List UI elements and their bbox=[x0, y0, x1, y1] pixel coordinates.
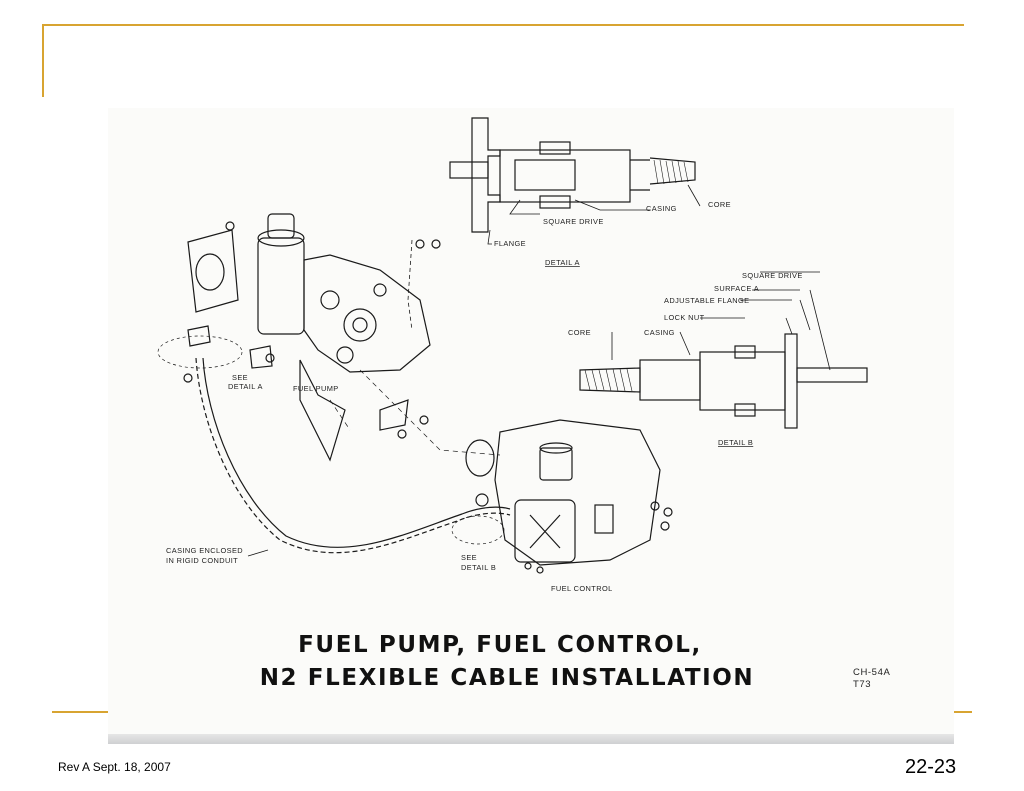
label-square-drive-b: SQUARE DRIVE bbox=[742, 271, 803, 280]
n2-flexible-cable bbox=[195, 357, 511, 557]
detail-b-section bbox=[579, 271, 868, 429]
label-casing-b: CASING bbox=[644, 328, 675, 337]
label-see-detail-b-line1: SEE bbox=[461, 553, 477, 562]
top-accent-rule bbox=[42, 24, 964, 26]
label-core-b: CORE bbox=[568, 328, 591, 337]
label-fuel-pump: FUEL PUMP bbox=[293, 384, 339, 393]
label-surface-a: SURFACE A bbox=[714, 284, 759, 293]
label-lock-nut: LOCK NUT bbox=[664, 313, 705, 322]
diagram-drawing: CASING CORE SQUARE DRIVE FLANGE DETAIL A… bbox=[157, 117, 890, 691]
installation-diagram: CASING CORE SQUARE DRIVE FLANGE DETAIL A… bbox=[108, 108, 954, 744]
label-flange: FLANGE bbox=[494, 239, 526, 248]
label-casing-enclosed-line2: IN RIGID CONDUIT bbox=[166, 556, 238, 565]
alignment-lines bbox=[329, 369, 501, 456]
label-see-detail-a-line1: SEE bbox=[232, 373, 248, 382]
bottom-accent-rule-left bbox=[52, 711, 110, 713]
label-core-a: CORE bbox=[708, 200, 731, 209]
left-accent-rule bbox=[42, 24, 44, 97]
label-square-drive-a: SQUARE DRIVE bbox=[543, 217, 604, 226]
label-casing-a: CASING bbox=[646, 204, 677, 213]
diagram-code-line1: CH-54A bbox=[853, 667, 890, 678]
diagram-title-line1: FUEL PUMP, FUEL CONTROL, bbox=[298, 632, 702, 658]
label-adjustable-flange: ADJUSTABLE FLANGE bbox=[664, 296, 750, 305]
label-fuel-control: FUEL CONTROL bbox=[551, 584, 613, 593]
diagram-code-line2: T73 bbox=[853, 679, 871, 690]
fuel-pump-assembly bbox=[157, 213, 441, 462]
bottom-accent-rule-right bbox=[954, 711, 972, 713]
label-casing-enclosed-line1: CASING ENCLOSED bbox=[166, 546, 243, 555]
label-detail-b: DETAIL B bbox=[718, 438, 753, 447]
label-detail-a: DETAIL A bbox=[545, 258, 580, 267]
diagram-title-line2: N2 FLEXIBLE CABLE INSTALLATION bbox=[260, 665, 755, 691]
figure-bottom-band bbox=[108, 734, 954, 744]
revision-date: Rev A Sept. 18, 2007 bbox=[58, 760, 171, 774]
label-see-detail-a-line2: DETAIL A bbox=[228, 382, 263, 391]
label-see-detail-b-line2: DETAIL B bbox=[461, 563, 496, 572]
detail-a-section bbox=[449, 117, 701, 245]
page-number: 22-23 bbox=[905, 756, 957, 778]
fuel-control-assembly bbox=[451, 419, 673, 574]
